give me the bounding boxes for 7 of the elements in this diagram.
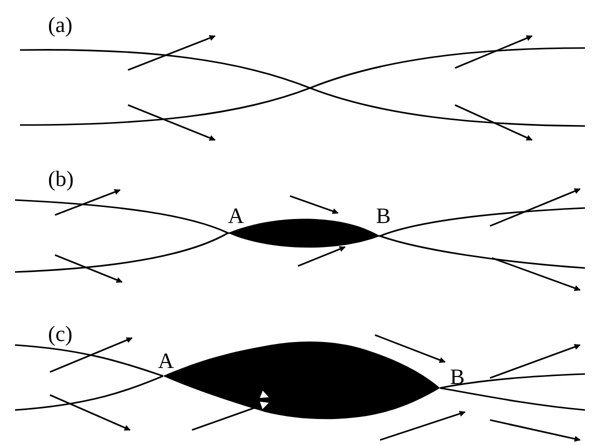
- panel-label: (b): [48, 168, 74, 190]
- panel-label: (c): [48, 323, 72, 345]
- point-label: B: [450, 366, 465, 388]
- point-label: A: [228, 205, 244, 227]
- point-label: B: [376, 205, 391, 227]
- panel-label: (a): [48, 14, 72, 36]
- point-label: A: [158, 350, 174, 372]
